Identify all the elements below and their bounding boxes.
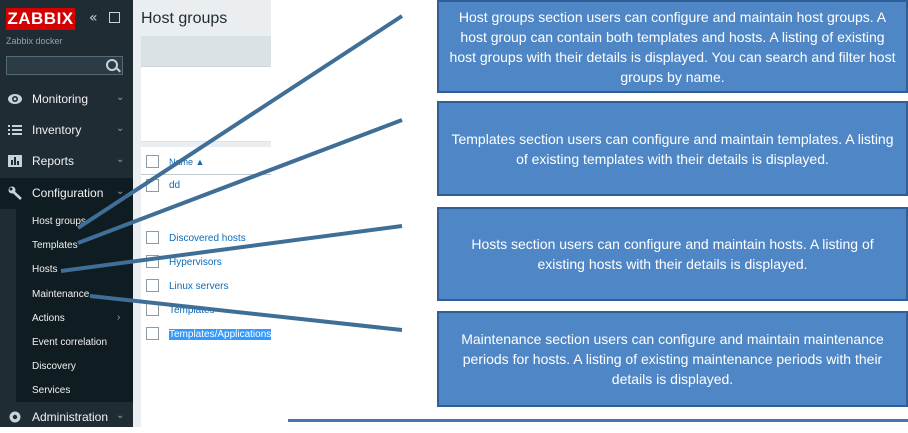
table-row[interactable]: Linux servers: [169, 281, 229, 292]
chevron-down-icon: ⌄: [116, 154, 125, 165]
pointer-line: [60, 224, 403, 273]
filter-panel: [141, 67, 271, 142]
sidebar: ZABBIX « Zabbix docker Monitoring ⌄ Inve…: [0, 0, 133, 427]
server-name: Zabbix docker: [6, 36, 63, 46]
table-row[interactable]: Templates: [169, 305, 215, 316]
callout-maintenance: Maintenance section users can configure …: [437, 311, 908, 407]
menu-administration-label: Administration: [32, 410, 109, 424]
search-icon[interactable]: [106, 59, 118, 71]
callout-templates-text: Templates section users can configure an…: [451, 130, 894, 167]
kiosk-mode-icon[interactable]: [109, 12, 120, 23]
chevron-down-icon: ⌄: [116, 92, 125, 103]
submenu-templates[interactable]: Templates: [16, 233, 133, 257]
submenu-services-label: Services: [32, 385, 71, 396]
chevron-right-icon: ›: [117, 312, 121, 323]
row-checkbox[interactable]: [146, 327, 159, 340]
wrench-icon: [7, 186, 23, 200]
callout-maintenance-text: Maintenance section users can configure …: [461, 331, 884, 387]
submenu-event-correlation-label: Event correlation: [32, 337, 108, 348]
callout-hosts-text: Hosts section users can configure and ma…: [471, 236, 874, 272]
configuration-submenu: [16, 209, 133, 402]
submenu-hosts[interactable]: Hosts: [16, 257, 133, 281]
eye-icon: [7, 92, 23, 106]
menu-monitoring-label: Monitoring: [32, 92, 89, 106]
select-all-checkbox[interactable]: [146, 155, 159, 168]
zabbix-logo[interactable]: ZABBIX: [6, 8, 75, 30]
submenu-host-groups-label: Host groups: [32, 216, 86, 227]
callout-host-groups: Host groups section users can configure …: [437, 0, 908, 93]
chevron-down-icon: ⌄: [116, 186, 125, 197]
row-checkbox[interactable]: [146, 231, 159, 244]
table-row[interactable]: Hypervisors: [169, 257, 222, 268]
submenu-hosts-label: Hosts: [32, 264, 58, 275]
pointer-line: [77, 118, 403, 245]
pointer-line: [89, 294, 403, 332]
menu-configuration-label: Configuration: [32, 186, 104, 200]
submenu-maintenance[interactable]: Maintenance: [16, 282, 133, 306]
submenu-maintenance-label: Maintenance: [32, 289, 90, 300]
menu-inventory[interactable]: Inventory ⌄: [0, 115, 133, 146]
table-row[interactable]: dd: [169, 180, 181, 191]
menu-reports[interactable]: Reports ⌄: [0, 146, 133, 177]
menu-inventory-label: Inventory: [32, 123, 82, 137]
submenu-event-correlation[interactable]: Event correlation: [16, 330, 133, 354]
submenu-discovery-label: Discovery: [32, 361, 76, 372]
gear-icon: [7, 410, 23, 424]
list-icon: [7, 123, 23, 137]
callout-host-groups-text: Host groups section users can configure …: [449, 8, 896, 85]
submenu-actions-label: Actions: [32, 313, 65, 324]
submenu-host-groups[interactable]: Host groups: [16, 209, 133, 233]
callout-hosts: Hosts section users can configure and ma…: [437, 207, 908, 301]
page-title: Host groups: [141, 10, 228, 27]
table-row[interactable]: Discovered hosts: [169, 233, 246, 244]
bar-chart-icon: [7, 154, 23, 168]
chevron-down-icon: ⌄: [116, 123, 125, 134]
submenu-actions[interactable]: Actions ›: [16, 306, 133, 330]
collapse-sidebar-icon[interactable]: «: [89, 10, 98, 26]
menu-reports-label: Reports: [32, 154, 75, 168]
submenu-services[interactable]: Services: [16, 378, 133, 402]
row-checkbox[interactable]: [146, 279, 159, 292]
menu-monitoring[interactable]: Monitoring ⌄: [0, 84, 133, 115]
submenu-discovery[interactable]: Discovery: [16, 354, 133, 378]
callout-templates: Templates section users can configure an…: [437, 101, 908, 196]
table-row[interactable]: Templates/Applications: [169, 329, 271, 340]
divider-line: [288, 419, 908, 422]
header-divider: [141, 174, 271, 175]
chevron-down-icon: ⌄: [116, 410, 125, 421]
menu-configuration[interactable]: Configuration ⌄: [0, 178, 133, 209]
column-header-name[interactable]: Name ▲: [169, 157, 205, 167]
menu-administration[interactable]: Administration ⌄: [0, 402, 133, 433]
submenu-templates-label: Templates: [32, 240, 78, 251]
search-input[interactable]: [6, 56, 123, 75]
filter-tab-bar: [141, 36, 271, 67]
pointer-line: [76, 14, 404, 230]
